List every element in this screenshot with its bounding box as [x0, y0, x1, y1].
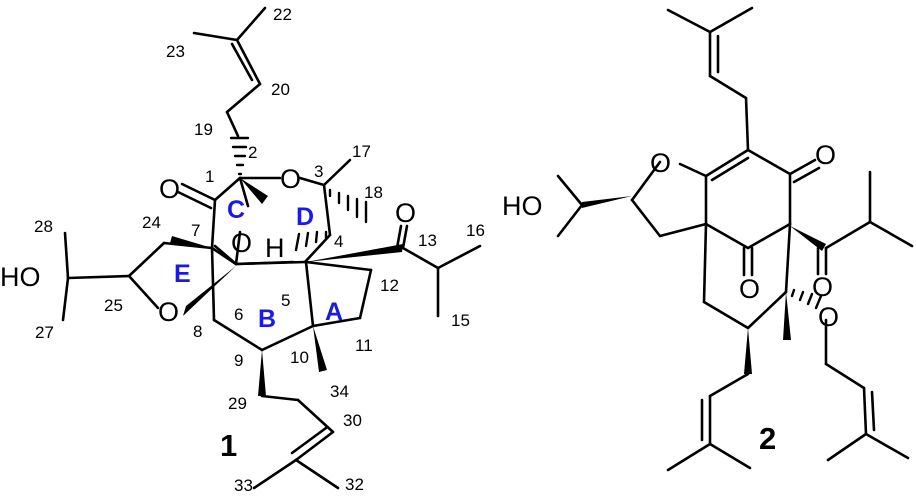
prenyl-group-c19: [192, 6, 267, 138]
atom-o-peroxide: O: [231, 228, 252, 258]
atom-o-acyl-2: O: [812, 272, 833, 302]
prenyl-group-c29: [252, 350, 340, 490]
atom-h: H: [265, 233, 285, 263]
compound-2-structure: [556, 6, 914, 472]
atom-o-acyl: O: [395, 198, 416, 228]
atom-number-7: 7: [191, 221, 200, 240]
atom-number-2: 2: [248, 143, 257, 162]
ring-e: [61, 231, 236, 322]
compound-1-labels: O O O O HO H O C D E B A 1 2 3 4 5 6 7 8…: [0, 5, 485, 495]
atom-hydroxyl: HO: [0, 262, 41, 292]
atom-number-20: 20: [271, 80, 290, 99]
prenyl-group-top: [666, 6, 754, 152]
hash-bond-c4-h: [294, 230, 328, 252]
atom-number-32: 32: [345, 475, 364, 494]
ring-a-b: [210, 246, 373, 352]
ring-label-b: B: [258, 305, 276, 333]
atom-number-4: 4: [334, 232, 343, 251]
atom-o-ketone: O: [159, 174, 180, 204]
atom-o-furan: O: [158, 297, 179, 327]
isobutyryl-right: [790, 170, 914, 276]
atom-o-ring: O: [280, 164, 301, 194]
atom-number-34: 34: [330, 382, 349, 401]
atom-number-12: 12: [380, 276, 399, 295]
atom-o-ketone-bottom: O: [739, 274, 760, 304]
ring-c-d-core: [176, 158, 352, 266]
atom-number-8: 8: [193, 322, 202, 341]
hash-bond-c3-c18: [328, 188, 368, 224]
atom-number-28: 28: [34, 217, 53, 236]
atom-number-25: 25: [104, 296, 123, 315]
ring-label-d: D: [296, 203, 314, 231]
atom-number-23: 23: [166, 42, 185, 61]
atom-number-16: 16: [466, 221, 485, 240]
dihydrofuran-ring: [556, 160, 708, 238]
atom-number-24: 24: [142, 213, 161, 232]
ring-label-a: A: [325, 298, 343, 326]
atom-number-13: 13: [418, 231, 437, 250]
atom-o-furan-2: O: [650, 148, 671, 178]
ring-label-e: E: [174, 260, 191, 288]
compound-2-labels: O HO O O O O 2: [502, 140, 839, 456]
wedge-c2-o: [240, 178, 268, 204]
atom-number-29: 29: [228, 394, 247, 413]
atom-number-6: 6: [234, 305, 243, 324]
atom-number-19: 19: [194, 120, 213, 139]
atom-number-5: 5: [281, 291, 290, 310]
wedge-c10-c34: [313, 326, 327, 372]
prenyl-group-bottom: [666, 328, 752, 472]
atom-number-9: 9: [234, 351, 243, 370]
atom-number-18: 18: [364, 183, 383, 202]
atom-number-27: 27: [35, 323, 54, 342]
compound-id-1: 1: [220, 428, 237, 463]
atom-number-22: 22: [273, 5, 292, 24]
atom-number-17: 17: [352, 142, 371, 161]
compound-id-2: 2: [759, 421, 776, 456]
atom-number-15: 15: [451, 311, 470, 330]
compound-1-structure: [61, 6, 482, 490]
atom-number-30: 30: [343, 411, 362, 430]
atom-o-ketone-right: O: [815, 140, 836, 170]
atom-number-33: 33: [234, 476, 253, 495]
atom-hydroxyl-2: HO: [502, 191, 543, 221]
bicyclic-bridge: [702, 222, 792, 340]
isobutyryl-c13: [306, 224, 482, 318]
atom-number-10: 10: [290, 348, 309, 367]
prenyloxy-group: [790, 288, 910, 462]
atom-o-ether: O: [818, 302, 839, 332]
atom-number-1: 1: [205, 167, 214, 186]
atom-number-3: 3: [314, 162, 323, 181]
cyclohexenone-ring: [704, 148, 821, 277]
hash-bond-c2-c19: [229, 136, 250, 176]
atom-number-11: 11: [355, 336, 373, 355]
ring-label-c: C: [227, 196, 245, 224]
